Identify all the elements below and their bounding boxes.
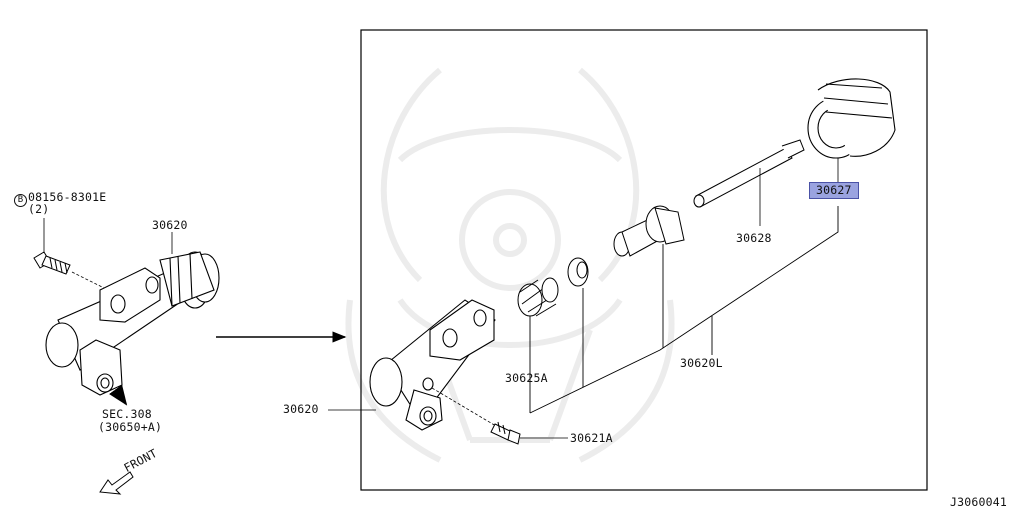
mounting-bolt-left (33, 251, 71, 275)
sec-ref-label: SEC.308 (102, 407, 152, 421)
clutch-slave-cylinder-left (45, 251, 220, 396)
spring-label: 30625A (505, 371, 548, 385)
bleeder-axis-dashed (431, 387, 497, 427)
bleeder-screw (490, 421, 521, 445)
kit-label: 30620L (680, 356, 723, 370)
piston-seal (567, 257, 589, 287)
clutch-slave-cylinder-detail (369, 299, 496, 431)
diagram-code: J3060041 (950, 495, 1007, 509)
bolt-qty-label: (2) (28, 202, 50, 216)
watermark-emblem (345, 67, 675, 463)
piston (613, 205, 685, 257)
dust-boot (807, 78, 896, 159)
sec-arrow (109, 384, 128, 406)
bleeder-label: 30621A (570, 431, 613, 445)
push-rod (693, 139, 805, 208)
boot-label[interactable]: 30627 (809, 182, 859, 199)
push-rod-label: 30628 (736, 231, 772, 245)
sec-ref-part-label: (30650+A) (98, 420, 163, 434)
return-spring (517, 277, 559, 317)
cyl-left-label: 30620 (152, 218, 188, 232)
bolt-part-number: 08156-8301E (28, 190, 107, 204)
bolt-marker: B (14, 194, 27, 207)
detail-frame (360, 29, 928, 491)
cyl-main-label: 30620 (283, 402, 319, 416)
front-direction-arrow (99, 471, 134, 495)
kit-bracket (529, 206, 839, 414)
